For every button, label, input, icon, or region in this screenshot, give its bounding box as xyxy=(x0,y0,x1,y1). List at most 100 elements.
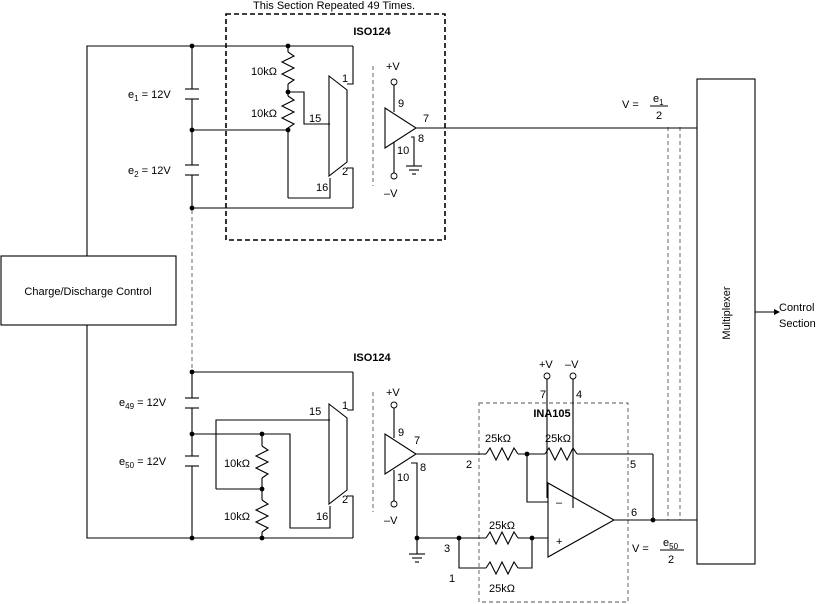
iso-top-ground-wire xyxy=(411,136,415,166)
iso-top-repeat-boundary xyxy=(225,13,446,241)
iso-top-pin2-wire xyxy=(347,167,354,208)
ina-r-mid-label: 25kΩ xyxy=(489,520,515,532)
ina-resistor-top-right xyxy=(544,446,578,462)
iso-top-title: ISO124 xyxy=(353,26,391,38)
output-top-lhs: V = xyxy=(622,99,639,111)
ina-resistor-top-left xyxy=(485,446,519,462)
ina-title: INA105 xyxy=(533,408,570,420)
iso-top-output-buffer xyxy=(384,106,418,150)
pin-label: 15 xyxy=(309,406,321,418)
repeat-note: This Section Repeated 49 Times. xyxy=(253,0,415,12)
pin-label: 7 xyxy=(540,389,546,401)
iso-bottom-pin2-wire xyxy=(347,495,354,538)
e49-label: e49 = 12V xyxy=(119,397,167,411)
output-top-den: 2 xyxy=(656,110,662,122)
charge-control-label: Charge/Discharge Control xyxy=(24,286,151,298)
output-bottom-den: 2 xyxy=(668,554,674,566)
iso-bottom-ground-wire xyxy=(411,462,418,550)
multiplexer-box xyxy=(696,78,756,565)
ina-op-amp xyxy=(547,482,616,558)
terminal-icon xyxy=(390,172,398,180)
iso-bottom-resistor-1 xyxy=(254,445,270,479)
output-bottom-lhs: V = xyxy=(632,543,649,555)
control-wire-top xyxy=(86,45,353,256)
iso-bottom-r1-label: 10kΩ xyxy=(224,458,250,470)
iso-top-resistor-2 xyxy=(280,95,296,129)
pin-label: 2 xyxy=(342,494,348,506)
terminal-icon xyxy=(569,372,577,380)
ina-r-bottom-label: 25kΩ xyxy=(489,583,515,595)
junction-dot xyxy=(189,535,195,541)
charge-control-box xyxy=(0,255,177,326)
pin-label: 16 xyxy=(316,511,328,523)
iso-top-pin16-wire xyxy=(288,178,331,199)
ina-vpos: +V xyxy=(539,359,553,371)
e1-label: e1 = 12V xyxy=(128,89,171,103)
pin-label: 1 xyxy=(342,73,348,85)
pin-label: 1 xyxy=(342,400,348,412)
iso-bottom-output-buffer xyxy=(384,432,418,476)
junction-dot xyxy=(259,486,265,492)
pin-label: 5 xyxy=(630,459,636,471)
pin-label: 8 xyxy=(420,462,426,474)
pin-label: 6 xyxy=(631,507,637,519)
junction-dot xyxy=(189,127,195,133)
iso-top-vpos: +V xyxy=(386,61,400,73)
pin-label: 8 xyxy=(418,133,424,145)
iso-top-r1-label: 10kΩ xyxy=(251,66,277,78)
iso-top-r2-label: 10kΩ xyxy=(251,108,277,120)
pin-label: 10 xyxy=(397,145,409,157)
ina-minus-sign: – xyxy=(556,497,563,509)
iso-top-input-amp xyxy=(328,74,348,178)
junction-dot xyxy=(189,369,195,375)
pin-label: 3 xyxy=(444,543,450,555)
terminal-icon xyxy=(390,401,398,409)
control-section-line2: Section xyxy=(779,318,816,330)
pin-label: 10 xyxy=(397,472,409,484)
ina-plus-sign: + xyxy=(556,536,562,548)
pin-label: 2 xyxy=(342,166,348,178)
iso-bottom-title: ISO124 xyxy=(353,352,391,364)
pin-label: 9 xyxy=(398,427,404,439)
e50-label: e50 = 12V xyxy=(119,456,167,470)
junction-dot xyxy=(524,451,530,457)
junction-dot xyxy=(259,535,265,541)
iso-top-vneg: –V xyxy=(384,188,398,200)
ina-vneg: –V xyxy=(565,359,579,371)
pin-label: 9 xyxy=(398,98,404,110)
iso-top-pin1-wire xyxy=(347,46,354,85)
junction-dot xyxy=(189,205,195,211)
pin-label: 7 xyxy=(414,435,420,447)
junction-dot xyxy=(414,535,420,541)
control-wire-bottom xyxy=(86,325,353,539)
iso-bottom-input-amp xyxy=(328,402,348,506)
ina-inverting-wire xyxy=(526,454,548,503)
pin-label: 2 xyxy=(466,459,472,471)
terminal-icon xyxy=(543,372,551,380)
junction-dot xyxy=(650,517,656,523)
iso-bottom-r2-label: 10kΩ xyxy=(224,511,250,523)
iso-bottom-vneg: –V xyxy=(384,515,398,527)
iso-bottom-resistor-2 xyxy=(254,499,270,533)
ina-r-top-right-label: 25kΩ xyxy=(545,433,571,445)
multiplexer-label: Multiplexer xyxy=(721,286,733,340)
terminal-icon xyxy=(390,500,398,508)
iso-bottom-vpos: +V xyxy=(386,387,400,399)
ina-r-top-left-label: 25kΩ xyxy=(485,433,511,445)
junction-dot xyxy=(285,127,291,133)
junction-dot xyxy=(189,43,195,49)
iso-bottom-pin15-wire xyxy=(215,419,330,489)
output-top-num: e1 xyxy=(653,93,664,107)
iso-bottom-pin16-wire xyxy=(192,433,331,529)
pin-label: 16 xyxy=(316,182,328,194)
junction-dot xyxy=(259,431,265,437)
iso-bottom-pin1-wire xyxy=(347,372,354,411)
control-section-line1: Control xyxy=(779,302,814,314)
e2-label: e2 = 12V xyxy=(128,165,171,179)
output-bottom-num: e50 xyxy=(663,537,679,551)
iso-top-resistor-1 xyxy=(280,51,296,85)
pin-label: 4 xyxy=(576,389,582,401)
pin-label: 15 xyxy=(309,113,321,125)
pin-label: 7 xyxy=(423,113,429,125)
